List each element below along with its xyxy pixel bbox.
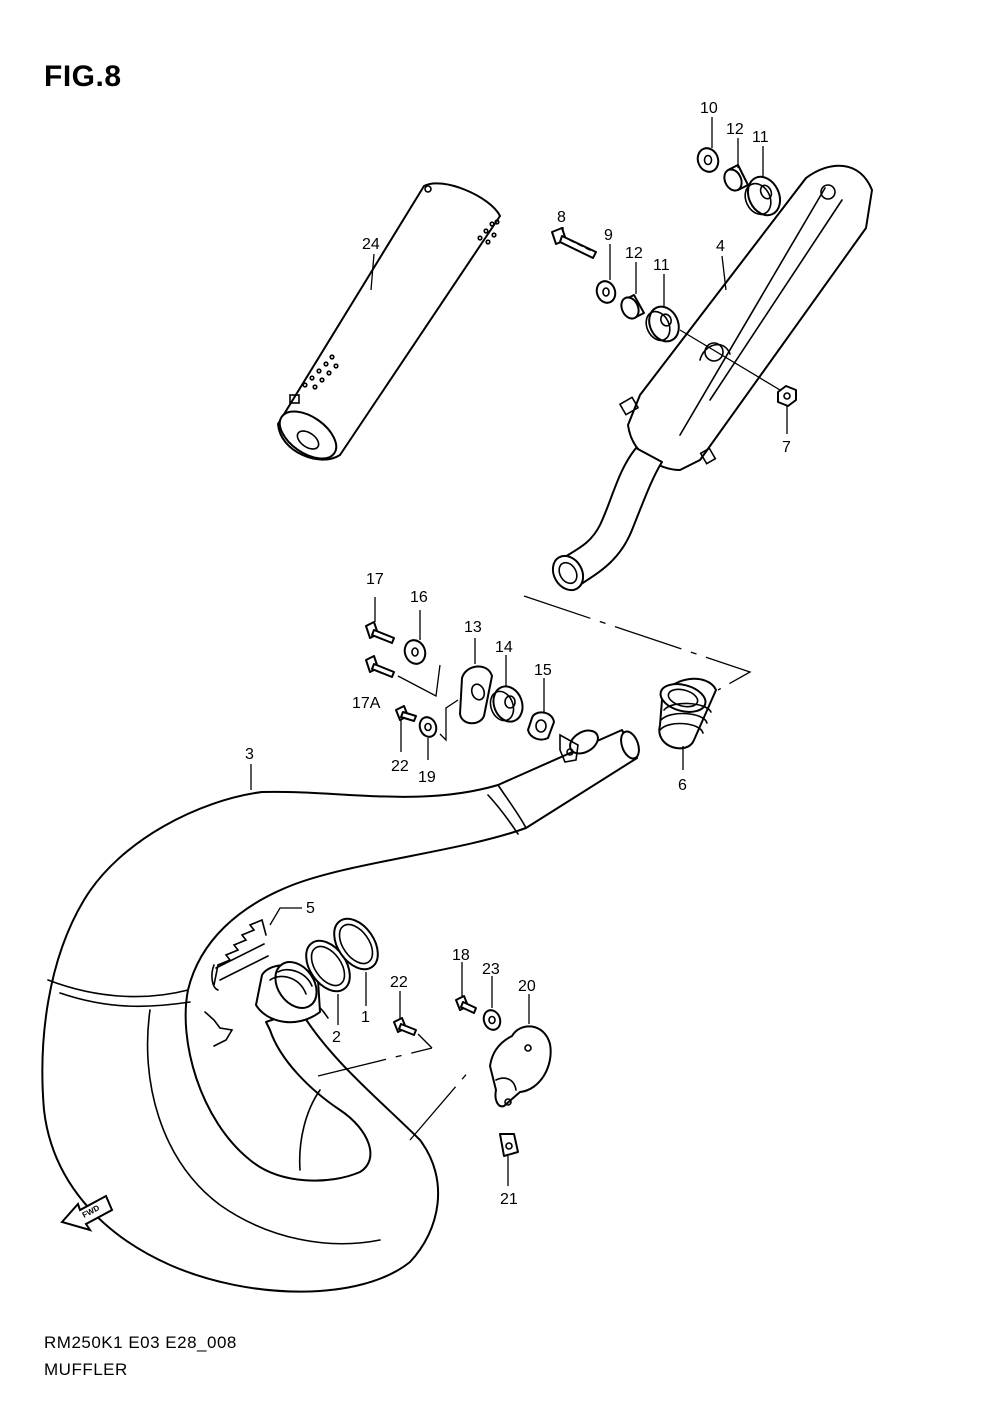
part-22-bolt-lower <box>393 1017 417 1036</box>
callout-1: 1 <box>361 1009 370 1026</box>
part-24-muffler-cover <box>277 182 501 461</box>
part-13-bracket <box>459 665 493 725</box>
callout-12a: 12 <box>726 121 744 138</box>
part-19-washer <box>418 716 438 738</box>
part-14-damper <box>489 685 524 723</box>
callout-11b: 11 <box>653 257 670 274</box>
part-5-spring <box>211 918 269 991</box>
callout-17a: 17A <box>352 695 381 712</box>
part-23-washer <box>482 1009 502 1031</box>
callout-13: 13 <box>464 619 482 636</box>
spring-hook <box>204 1011 234 1047</box>
callout-9: 9 <box>604 227 613 244</box>
part-17A-bolt <box>365 655 395 678</box>
callout-8: 8 <box>557 209 566 226</box>
callout-11a: 11 <box>752 129 769 146</box>
part-22-bolt <box>395 705 417 722</box>
callout-6: 6 <box>678 777 687 794</box>
callout-10: 10 <box>700 100 718 117</box>
part-1-gasket-ring <box>333 917 379 971</box>
callout-12b: 12 <box>625 245 643 262</box>
part-6-joint-pipe <box>658 677 717 750</box>
callout-18: 18 <box>452 947 470 964</box>
callout-19: 19 <box>418 769 436 786</box>
callout-22a: 22 <box>391 758 409 775</box>
part-3-exhaust-pipe <box>41 729 640 1293</box>
part-7-nut <box>777 385 797 407</box>
model-code: RM250K1 E03 E28_008 <box>44 1333 237 1352</box>
callout-20: 20 <box>518 978 536 995</box>
callout-14: 14 <box>495 639 513 656</box>
part-21-clip-nut <box>499 1133 519 1157</box>
callout-5: 5 <box>306 900 315 917</box>
callout-3: 3 <box>245 746 254 763</box>
part-4-silencer <box>551 164 873 592</box>
part-12-collar <box>620 294 645 320</box>
part-17-bolt <box>365 621 395 644</box>
part-10-washer <box>696 147 720 173</box>
fwd-arrow-icon: FWD <box>60 1194 114 1232</box>
part-18-bolt <box>455 995 477 1014</box>
part-11-grommet <box>645 305 680 343</box>
part-11-grommet-top <box>744 175 782 217</box>
figure-name: MUFFLER <box>44 1360 128 1379</box>
callout-21: 21 <box>500 1191 518 1208</box>
figure-title: FIG.8 <box>44 60 122 93</box>
part-16-washer <box>403 639 427 665</box>
callout-22b: 22 <box>390 974 408 991</box>
part-3-inlet-pipe <box>255 961 321 1024</box>
callout-17: 17 <box>366 571 384 588</box>
callout-4: 4 <box>716 238 725 255</box>
part-15-collar <box>527 711 555 741</box>
callout-15: 15 <box>534 662 552 679</box>
part-12-collar-top <box>723 164 749 192</box>
part-20-bracket <box>489 1025 552 1108</box>
callout-24: 24 <box>362 236 380 253</box>
callout-23: 23 <box>482 961 500 978</box>
callout-2: 2 <box>332 1029 341 1046</box>
callout-7: 7 <box>782 439 791 456</box>
part-9-washer <box>595 280 617 304</box>
callout-16: 16 <box>410 589 428 606</box>
part-8-bolt <box>551 227 597 259</box>
